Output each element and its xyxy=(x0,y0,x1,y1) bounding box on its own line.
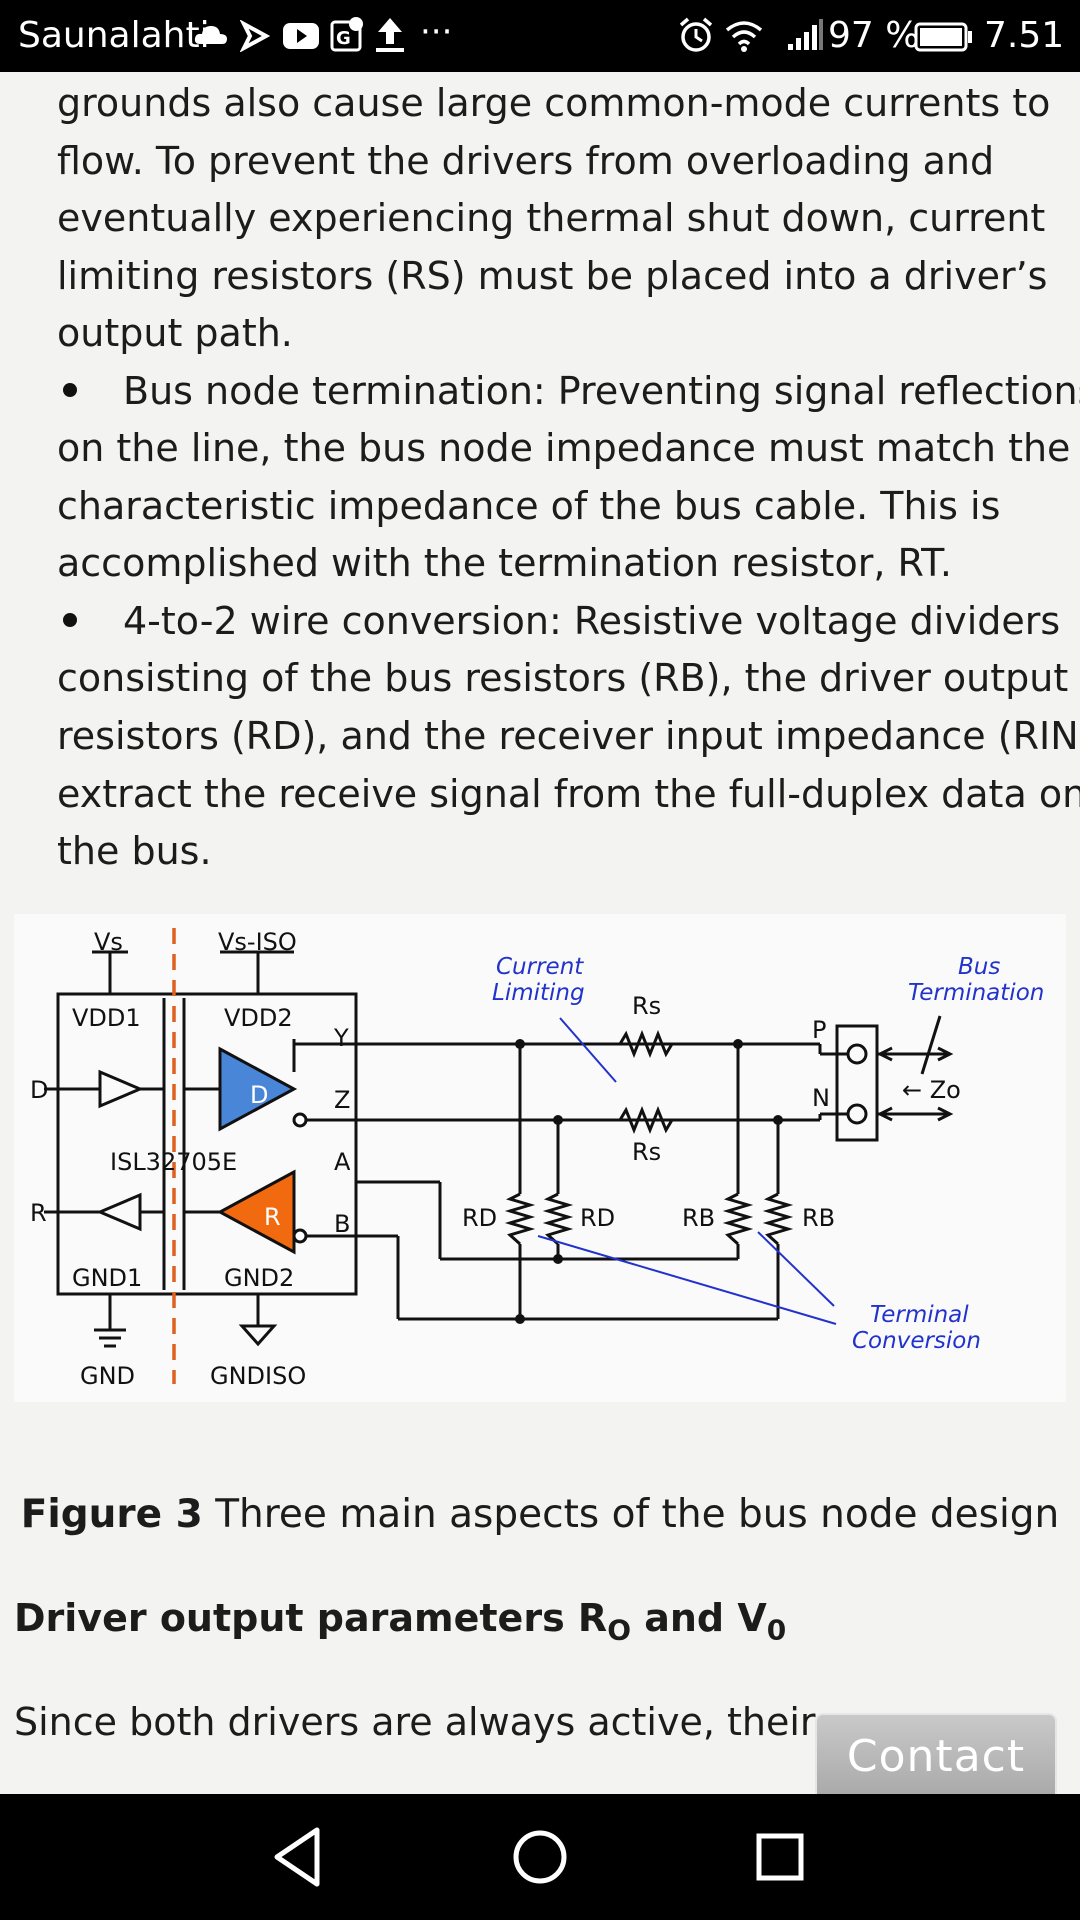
pin-d-label: D xyxy=(30,1076,48,1104)
carrier-label: Saunalahti xyxy=(18,15,210,56)
paragraph-line: extract the receive signal from the full… xyxy=(57,772,1080,816)
bus-termination-label: Termination xyxy=(908,980,1044,1006)
driver-label: D xyxy=(250,1081,268,1109)
paragraph-line: grounds also cause large common-mode cur… xyxy=(57,81,1051,125)
p-label: P xyxy=(812,1016,826,1044)
vs-iso-label: Vs-ISO xyxy=(218,928,297,956)
chip-label: ISL32705E xyxy=(110,1148,237,1176)
heading-text: Driver output parameters R xyxy=(14,1596,608,1640)
rd-label: RD xyxy=(580,1204,615,1232)
rd-label: RD xyxy=(462,1204,497,1232)
paragraph-line: consisting of the bus resistors (RB), th… xyxy=(57,656,1069,700)
pin-y-label: Y xyxy=(333,1024,349,1052)
bus-termination-label: Bus xyxy=(958,954,1000,980)
back-icon[interactable] xyxy=(255,1812,345,1902)
figure-caption: Figure 3 Three main aspects of the bus n… xyxy=(0,1492,1080,1537)
paragraph-line: resistors (RD), and the receiver input i… xyxy=(57,714,1080,758)
pin-a-label: A xyxy=(334,1148,351,1176)
pin-b-label: B xyxy=(334,1210,350,1238)
youtube-icon xyxy=(283,23,319,49)
bullet-item: Bus node termination: Preventing signal … xyxy=(57,363,1080,421)
gnd2-label: GND2 xyxy=(224,1264,294,1292)
circuit-diagram: Vs Vs-ISO VDD1 VDD2 ISL32705E GND1 GND2 … xyxy=(30,928,1044,1390)
heading-text: and V xyxy=(631,1596,767,1640)
section-heading: Driver output parameters RO and V0 xyxy=(14,1596,786,1647)
zo-label: ← Zo xyxy=(902,1076,961,1104)
pin-z-label: Z xyxy=(334,1086,350,1114)
paragraph-line: eventually experiencing thermal shut dow… xyxy=(57,196,1046,240)
upload-icon xyxy=(376,18,404,52)
rs-label: Rs xyxy=(632,1138,661,1166)
paragraph-line: on the line, the bus node impedance must… xyxy=(57,426,1071,470)
cloud-icon xyxy=(194,26,227,44)
article-content[interactable]: grounds also cause large common-mode cur… xyxy=(0,72,1080,1794)
circuit-diagram-figure: Vs Vs-ISO VDD1 VDD2 ISL32705E GND1 GND2 … xyxy=(14,914,1066,1402)
caption-label: Figure 3 xyxy=(20,1492,203,1537)
paragraph-line: output path. xyxy=(57,311,293,355)
clock: 7.51 xyxy=(984,15,1065,56)
home-icon[interactable] xyxy=(495,1812,585,1902)
wifi-icon xyxy=(725,21,763,52)
more-notifications-icon: ··· xyxy=(420,12,453,52)
paragraph-line: flow. To prevent the drivers from overlo… xyxy=(57,139,995,183)
bullet-text: Bus node termination: Preventing signal … xyxy=(123,369,1080,413)
rs-label: Rs xyxy=(632,992,661,1020)
gnd-iso-label: GNDISO xyxy=(210,1362,306,1390)
current-limiting-label: Current xyxy=(496,954,584,980)
signal-icon xyxy=(788,19,823,50)
terminal-conversion-label: Terminal xyxy=(870,1302,969,1328)
recent-apps-icon[interactable] xyxy=(735,1812,825,1902)
paragraph-line: the bus. xyxy=(57,829,212,873)
status-bar: Saunalahti G ··· 97 % xyxy=(0,0,1080,72)
rb-label: RB xyxy=(682,1204,715,1232)
maps-icon: G xyxy=(330,17,363,52)
paragraph-line: Since both drivers are always active, th… xyxy=(14,1700,851,1744)
current-limiting-label: Limiting xyxy=(492,980,585,1006)
vs-label: Vs xyxy=(94,928,123,956)
gnd1-label: GND1 xyxy=(72,1264,142,1292)
bullet-text: 4-to-2 wire conversion: Resistive voltag… xyxy=(123,599,1061,643)
pin-r-label: R xyxy=(30,1199,47,1227)
rb-label: RB xyxy=(802,1204,835,1232)
terminal-conversion-label: Conversion xyxy=(852,1328,981,1354)
battery-percent: 97 % xyxy=(828,15,920,56)
bullet-icon xyxy=(63,612,77,627)
paragraph-line: accomplished with the termination resist… xyxy=(57,541,952,585)
heading-subscript: O xyxy=(607,1613,631,1647)
bullet-item: 4-to-2 wire conversion: Resistive voltag… xyxy=(57,593,1067,651)
vdd2-label: VDD2 xyxy=(224,1004,293,1032)
navigation-bar xyxy=(0,1794,1080,1920)
heading-subscript: 0 xyxy=(766,1613,787,1647)
battery-icon xyxy=(914,22,972,52)
bullet-icon xyxy=(63,382,77,397)
n-label: N xyxy=(812,1084,830,1112)
navigation-arrow-icon xyxy=(240,20,270,52)
svg-text:G: G xyxy=(336,28,351,49)
receiver-label: R xyxy=(264,1203,281,1231)
caption-text: Three main aspects of the bus node desig… xyxy=(202,1492,1060,1537)
gnd-label: GND xyxy=(80,1362,135,1390)
paragraph-line: limiting resistors (RS) must be placed i… xyxy=(57,254,1048,298)
vdd1-label: VDD1 xyxy=(72,1004,141,1032)
alarm-icon xyxy=(679,17,713,52)
paragraph-line: characteristic impedance of the bus cabl… xyxy=(57,484,1001,528)
contact-button[interactable]: Contact xyxy=(815,1713,1057,1799)
